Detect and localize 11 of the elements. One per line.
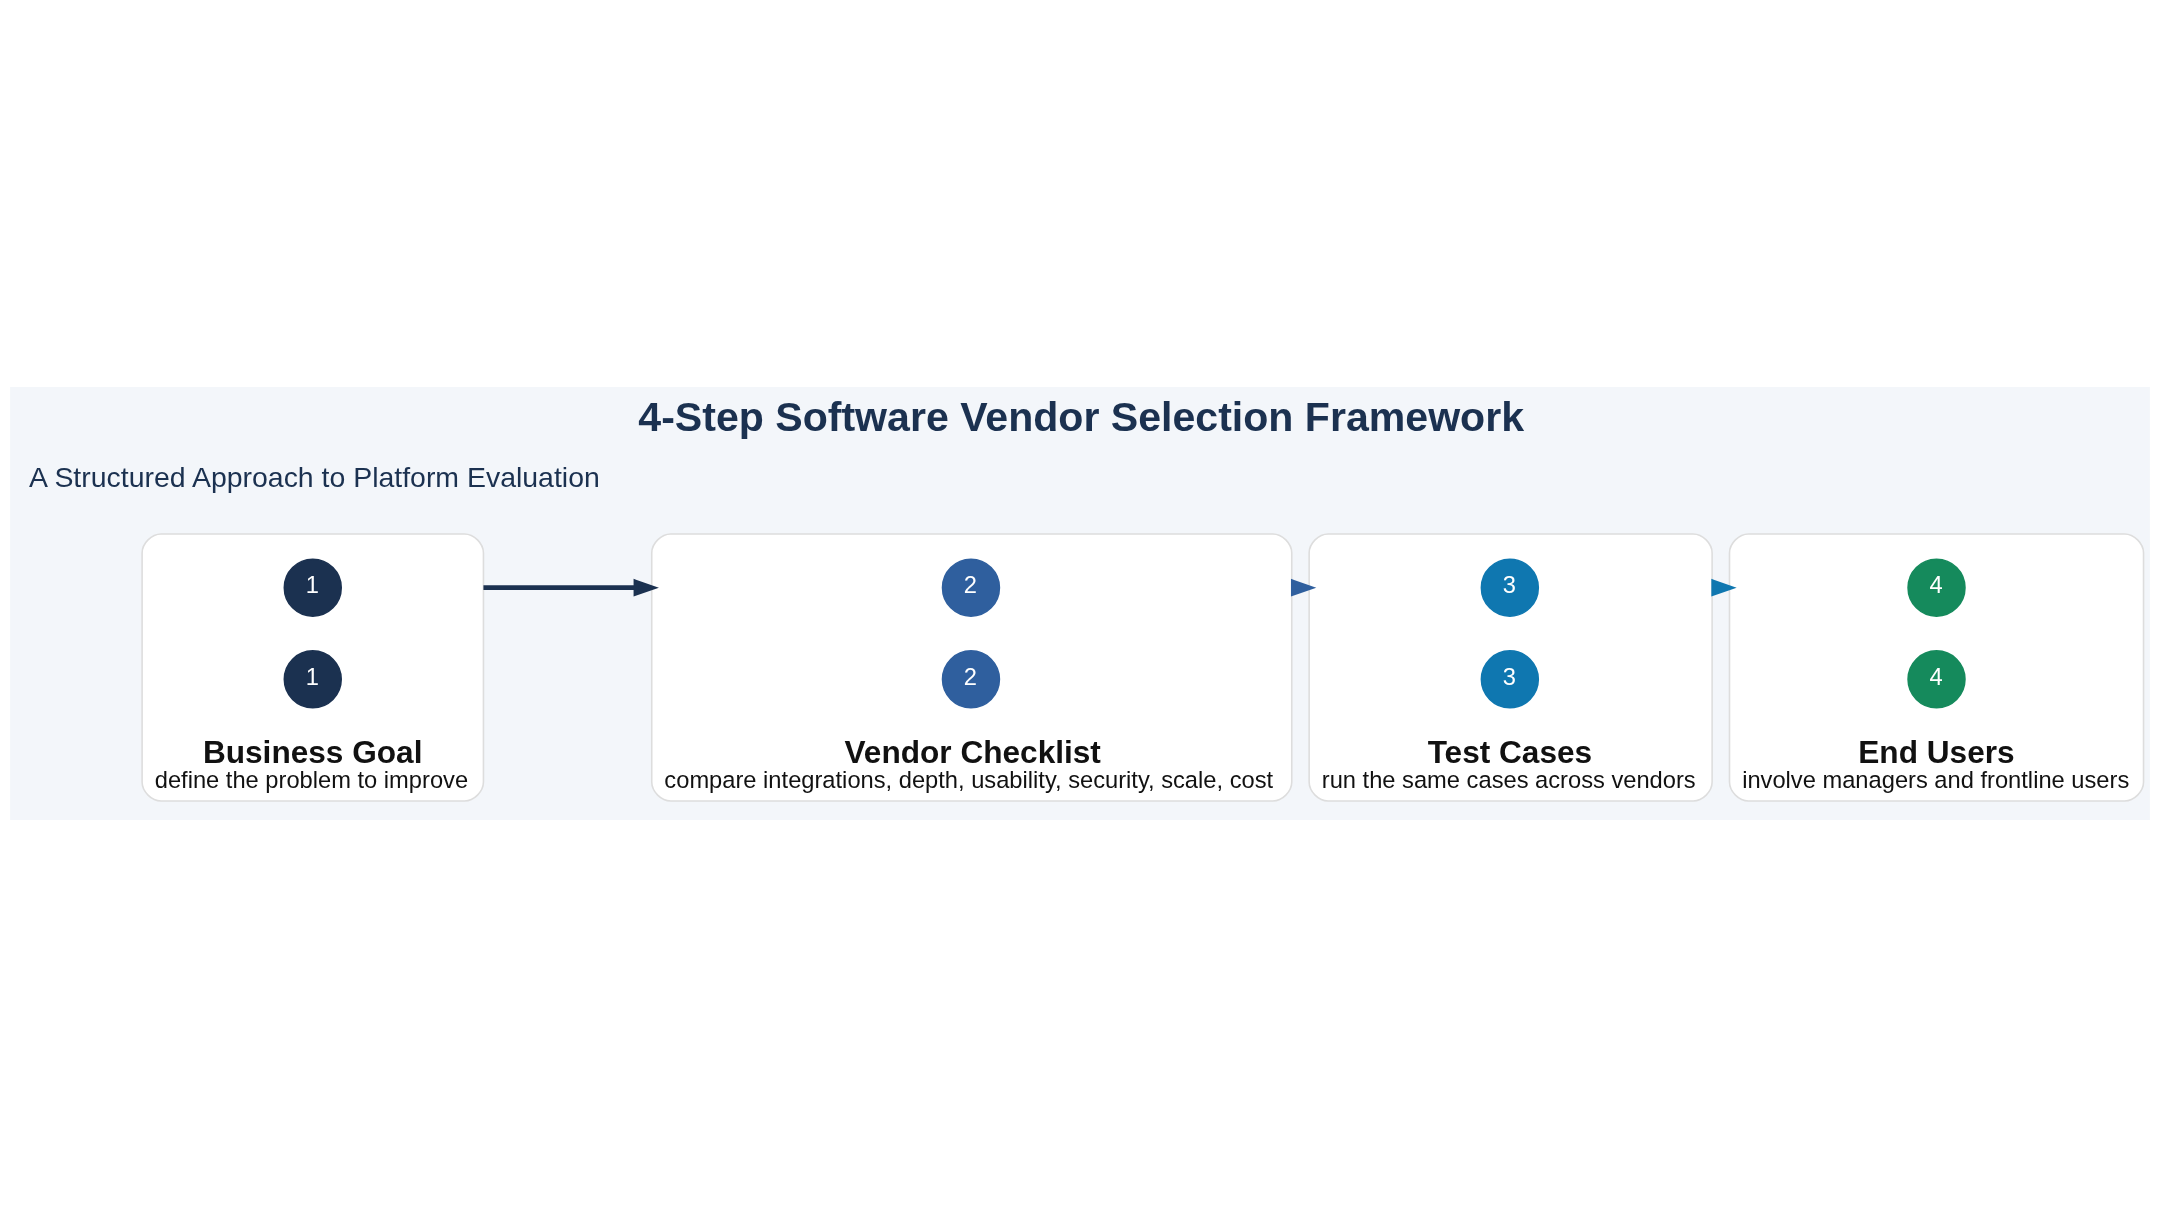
node-circle: 2 xyxy=(941,649,1001,709)
diagram-title: 4-Step Software Vendor Selection Framework xyxy=(638,393,1525,440)
node-circle: 3 xyxy=(1480,557,1540,617)
node-circle: 2 xyxy=(941,557,1001,617)
node-circle: 1 xyxy=(283,557,342,617)
node-circle: 4 xyxy=(1907,557,1966,617)
node-circle: 3 xyxy=(1480,649,1540,709)
node-circle: 4 xyxy=(1907,649,1966,709)
node-circle: 1 xyxy=(283,649,342,709)
arrow xyxy=(483,578,659,597)
label: A Structured Approach to Platform Evaluation xyxy=(29,460,600,493)
